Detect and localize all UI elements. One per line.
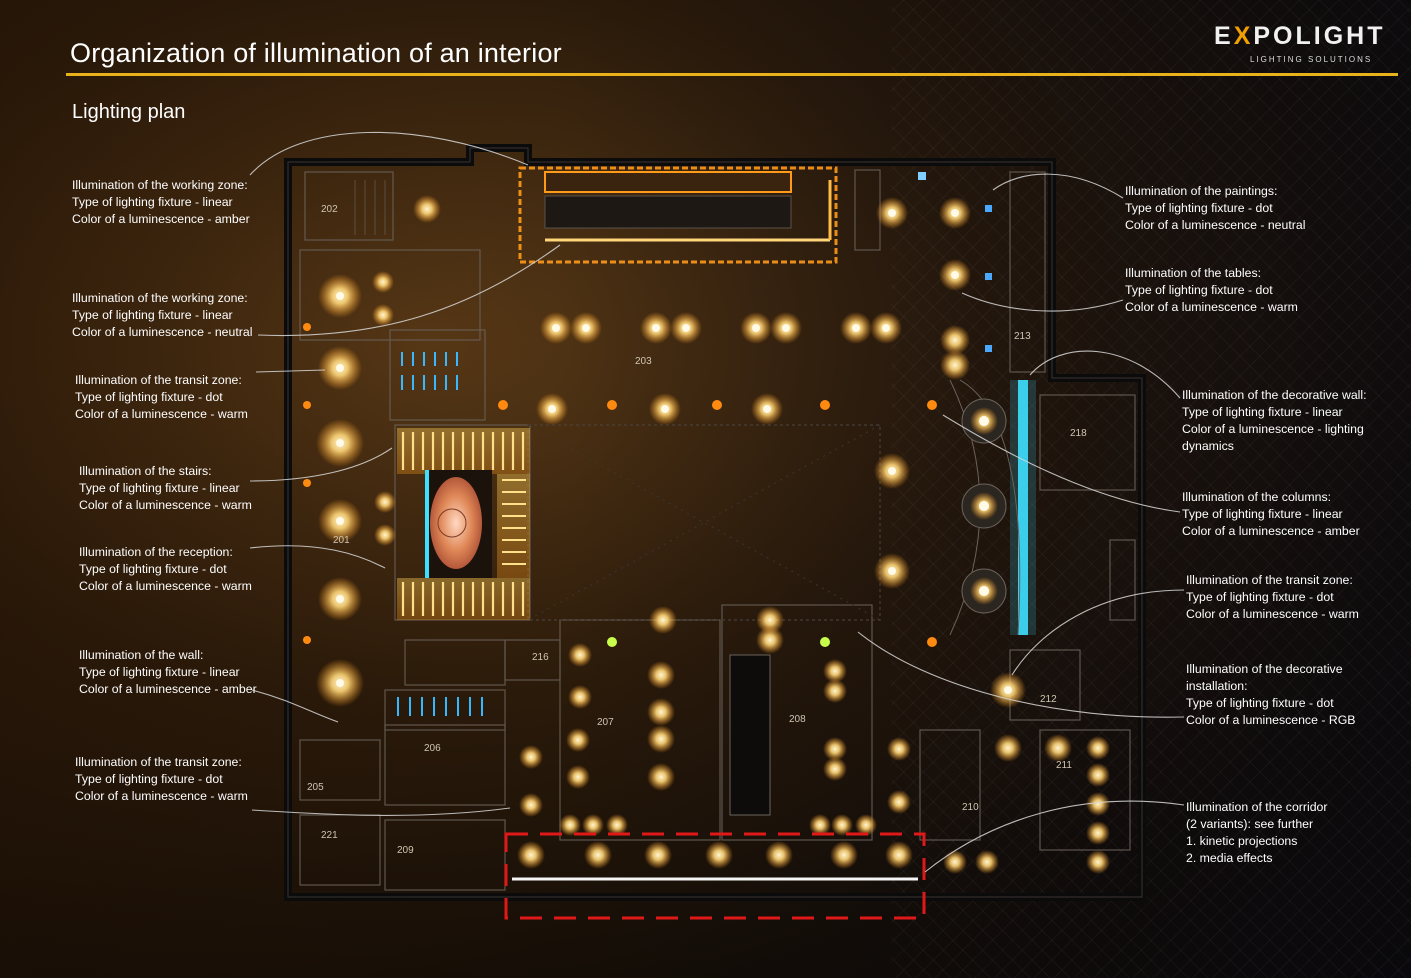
note-tables: Illumination of the tables: Type of ligh… [1125, 265, 1365, 316]
note-line: Color of a luminescence - neutral [1125, 218, 1306, 232]
warm-dot-lights [316, 195, 1110, 874]
note-line: Illumination of the reception: [79, 545, 233, 559]
neutral-painting-spots [918, 172, 992, 352]
note-line: Type of lighting fixture - linear [72, 195, 233, 209]
note-stairs: Illumination of the stairs: Type of ligh… [79, 463, 319, 514]
note-line: Color of a luminescence - amber [1182, 524, 1360, 538]
note-line: Color of a luminescence - warm [75, 789, 248, 803]
callout-leaders [249, 131, 1185, 873]
brand-logo-x: X [1233, 22, 1254, 50]
note-line: Illumination of the corridor [1186, 800, 1328, 814]
note-transit-zone-top: Illumination of the transit zone: Type o… [75, 372, 315, 423]
note-line: Illumination of the decorative [1186, 662, 1343, 676]
section-subtitle: Lighting plan [72, 101, 186, 123]
plan-walls [284, 144, 1146, 901]
note-line: 1. kinetic projections [1186, 834, 1298, 848]
note-line: Type of lighting fixture - dot [1125, 283, 1273, 297]
note-line: Illumination of the paintings: [1125, 184, 1278, 198]
note-line: Type of lighting fixture - dot [1125, 201, 1273, 215]
room-211: 211 [1056, 760, 1072, 771]
room-213: 213 [1014, 331, 1031, 342]
note-line: Illumination of the working zone: [72, 178, 248, 192]
brand-logo: EXPOLIGHT [1214, 22, 1385, 51]
note-transit-zone-bottom: Illumination of the transit zone: Type o… [75, 754, 315, 805]
note-line: Illumination of the working zone: [72, 291, 248, 305]
room-202: 202 [321, 204, 338, 215]
amber-accent-spots [303, 323, 937, 647]
room-207: 207 [597, 717, 614, 728]
note-working-zone-neutral: Illumination of the working zone: Type o… [72, 290, 312, 341]
note-line: 2. media effects [1186, 851, 1273, 865]
room-206: 206 [424, 743, 441, 754]
note-corridor: Illumination of the corridor (2 variants… [1186, 799, 1411, 867]
note-line: Color of a luminescence - neutral [72, 325, 253, 339]
plan-partitions [299, 169, 1136, 891]
note-line: Type of lighting fixture - linear [1182, 507, 1343, 521]
note-line: Type of lighting fixture - dot [1186, 590, 1334, 604]
note-line: (2 variants): see further [1186, 817, 1314, 831]
room-labels: 201 202 203 205 206 207 208 209 210 211 … [307, 204, 1087, 856]
note-line: Illumination of the transit zone: [1186, 573, 1353, 587]
room-210: 210 [962, 802, 979, 813]
note-paintings: Illumination of the paintings: Type of l… [1125, 183, 1365, 234]
note-line: Type of lighting fixture - dot [1186, 696, 1334, 710]
note-line: Illumination of the transit zone: [75, 755, 242, 769]
note-decorative-wall: Illumination of the decorative wall: Typ… [1182, 387, 1411, 455]
rgb-accent-spots [607, 637, 830, 647]
note-line: dynamics [1182, 439, 1234, 453]
brand-tagline: LIGHTING SOLUTIONS [1250, 55, 1373, 64]
note-columns: Illumination of the columns: Type of lig… [1182, 489, 1411, 540]
note-line: Illumination of the wall: [79, 648, 204, 662]
bar-counter [518, 166, 838, 264]
note-line: Color of a luminescence - RGB [1186, 713, 1356, 727]
room-209: 209 [397, 845, 414, 856]
brand-logo-e: E [1214, 22, 1234, 50]
note-line: Color of a luminescence - amber [72, 212, 250, 226]
note-reception: Illumination of the reception: Type of l… [79, 544, 319, 595]
note-line: installation: [1186, 679, 1248, 693]
room-218: 218 [1070, 428, 1087, 439]
note-line: Illumination of the tables: [1125, 266, 1262, 280]
note-line: Color of a luminescence - amber [79, 682, 257, 696]
note-line: Illumination of the columns: [1182, 490, 1332, 504]
note-transit-zone-right: Illumination of the transit zone: Type o… [1186, 572, 1411, 623]
room-221: 221 [321, 830, 338, 841]
neutral-linear-fixtures [397, 352, 483, 716]
room-216: 216 [532, 652, 549, 663]
note-line: Illumination of the transit zone: [75, 373, 242, 387]
room-201: 201 [333, 535, 350, 546]
room-205: 205 [307, 782, 324, 793]
note-line: Type of lighting fixture - dot [75, 390, 223, 404]
note-line: Type of lighting fixture - linear [79, 665, 240, 679]
note-line: Type of lighting fixture - linear [1182, 405, 1343, 419]
note-working-zone-amber: Illumination of the working zone: Type o… [72, 177, 312, 228]
brand-logo-rest: POLIGHT [1253, 22, 1386, 50]
room-203: 203 [635, 356, 652, 367]
bar-table [729, 654, 771, 816]
page-title: Organization of illumination of an inter… [70, 38, 562, 68]
central-stairs [397, 428, 530, 620]
note-line: Type of lighting fixture - dot [79, 562, 227, 576]
stairs-top [354, 180, 386, 235]
note-line: Color of a luminescence - warm [79, 498, 252, 512]
note-line: Illumination of the stairs: [79, 464, 212, 478]
decorative-wall [949, 379, 1036, 636]
corridor-highlight [504, 832, 926, 920]
room-208: 208 [789, 714, 806, 725]
note-line: Type of lighting fixture - dot [75, 772, 223, 786]
note-line: Type of lighting fixture - linear [72, 308, 233, 322]
note-line: Color of a luminescence - warm [75, 407, 248, 421]
note-wall: Illumination of the wall: Type of lighti… [79, 647, 319, 698]
room-212: 212 [1040, 694, 1057, 705]
note-line: Color of a luminescence - lighting [1182, 422, 1364, 436]
note-line: Color of a luminescence - warm [1125, 300, 1298, 314]
title-underline [66, 73, 1398, 76]
note-line: Color of a luminescence - warm [1186, 607, 1359, 621]
note-decorative-installation: Illumination of the decorative installat… [1186, 661, 1411, 729]
note-line: Illumination of the decorative wall: [1182, 388, 1367, 402]
note-line: Type of lighting fixture - linear [79, 481, 240, 495]
note-line: Color of a luminescence - warm [79, 579, 252, 593]
